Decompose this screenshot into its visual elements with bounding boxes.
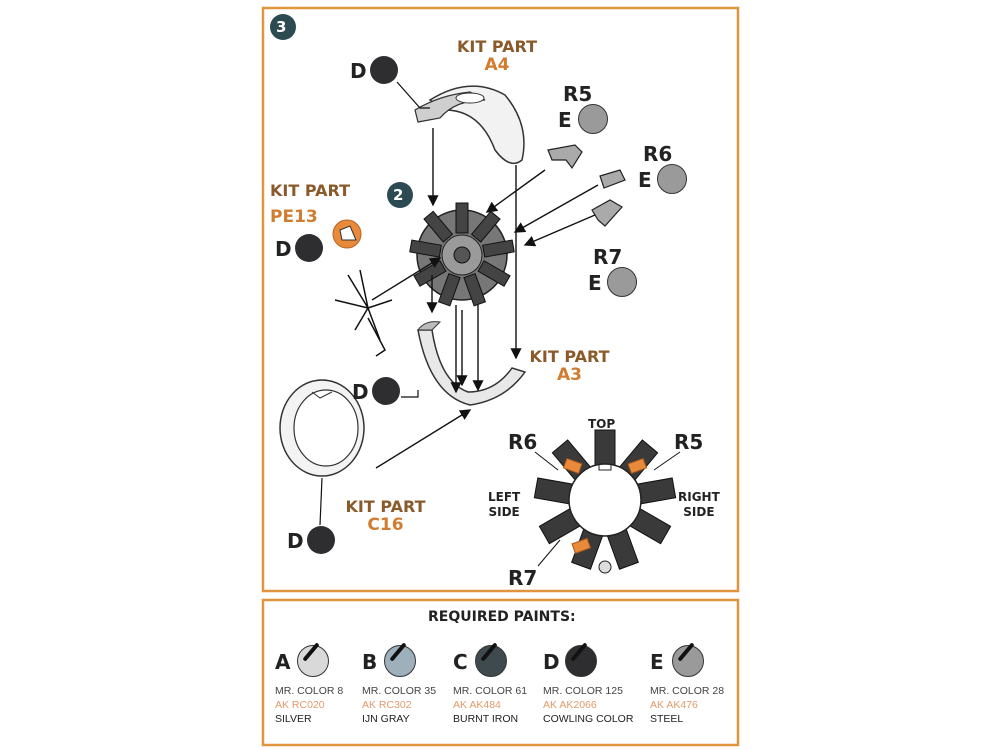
radial-engine xyxy=(409,202,515,307)
callout-e-r7: E xyxy=(588,271,602,295)
substep-number: 2 xyxy=(393,186,404,204)
callout-d-a4: D xyxy=(350,59,367,83)
kit-part-a3-code: A3 xyxy=(557,365,582,385)
paint-dot-e-icon xyxy=(607,267,637,297)
paint-mr-code: MR. COLOR 125 xyxy=(543,685,623,697)
paint-letter: A xyxy=(275,650,291,674)
kit-part-a4-code: A4 xyxy=(484,55,510,75)
kit-part-pe13-label: KIT PART xyxy=(270,181,350,200)
paint-ak-code: AK AK476 xyxy=(650,699,698,711)
paint-name: BURNT IRON xyxy=(453,713,519,725)
paint-letter: E xyxy=(650,650,664,674)
engine-r6-label: R6 xyxy=(508,430,538,454)
step-number: 3 xyxy=(276,18,287,36)
kit-part-a4: KIT PART A4 xyxy=(452,37,542,75)
engine-right-side-label: RIGHT SIDE xyxy=(678,490,720,519)
paint-dot-d-icon xyxy=(372,377,400,405)
paint-name: IJN GRAY xyxy=(362,713,410,725)
kit-part-a4-label: KIT PART xyxy=(457,37,537,56)
callout-d-c16: D xyxy=(287,529,304,553)
paint-dot-d-icon xyxy=(370,56,398,84)
step-frame xyxy=(261,6,740,593)
ref-r5: R5 xyxy=(563,82,593,106)
cowling-lower-a3 xyxy=(417,321,527,406)
engine-r5-label: R5 xyxy=(674,430,704,454)
callout-e-r5: E xyxy=(558,108,572,132)
paint-name: COWLING COLOR xyxy=(543,713,634,725)
cowling-ring-c16 xyxy=(279,379,365,477)
paint-name: STEEL xyxy=(650,713,684,725)
paint-dot-d-icon xyxy=(295,234,323,262)
required-paints-title: REQUIRED PAINTS: xyxy=(428,609,576,625)
kit-part-a3: KIT PART A3 xyxy=(527,347,612,385)
paint-letter: D xyxy=(543,650,560,674)
ref-r6: R6 xyxy=(643,142,673,166)
paint-name: SILVER xyxy=(275,713,312,725)
substep-badge xyxy=(387,182,413,208)
engine-left-side-label: LEFT SIDE xyxy=(488,490,521,519)
paints-frame xyxy=(261,598,740,747)
paint-mr-code: MR. COLOR 28 xyxy=(650,685,725,697)
engine-front-view xyxy=(533,429,677,574)
kit-part-c16-label: KIT PART xyxy=(345,497,426,516)
engine-top-label: TOP xyxy=(588,417,616,431)
engine-r7-label: R7 xyxy=(508,566,538,590)
kit-part-c16-code: C16 xyxy=(367,515,404,535)
paint-dot-icon xyxy=(672,645,704,677)
step-badge xyxy=(270,14,296,40)
paint-mr-code: MR. COLOR 8 xyxy=(275,685,344,697)
cowling-upper-a4 xyxy=(414,85,525,165)
paint-dot-e-icon xyxy=(657,164,687,194)
paint-dot-e-icon xyxy=(578,104,608,134)
kit-part-c16: KIT PART C16 xyxy=(343,497,428,535)
kit-part-pe13-code: PE13 xyxy=(270,207,318,227)
paint-ak-code: AK AK484 xyxy=(453,699,501,711)
callout-d-pe13: D xyxy=(275,237,292,261)
paint-mr-code: MR. COLOR 35 xyxy=(362,685,437,697)
paint-ak-code: AK RC302 xyxy=(362,699,412,711)
callout-d-a3: D xyxy=(352,380,369,404)
kit-part-a3-label: KIT PART xyxy=(529,347,610,366)
ref-r7: R7 xyxy=(593,245,623,269)
paint-letter: C xyxy=(453,650,468,674)
paint-mr-code: MR. COLOR 61 xyxy=(453,685,528,697)
paint-ak-code: AK RC020 xyxy=(275,699,325,711)
callout-e-r6: E xyxy=(638,168,652,192)
pe13-part xyxy=(334,269,393,357)
kit-part-pe13: KIT PART PE13 xyxy=(270,181,360,227)
exhaust-parts xyxy=(547,144,626,227)
paint-letter: B xyxy=(362,650,378,674)
paint-ak-code: AK AK2066 xyxy=(543,699,597,711)
paint-dot-d-icon xyxy=(307,526,335,554)
